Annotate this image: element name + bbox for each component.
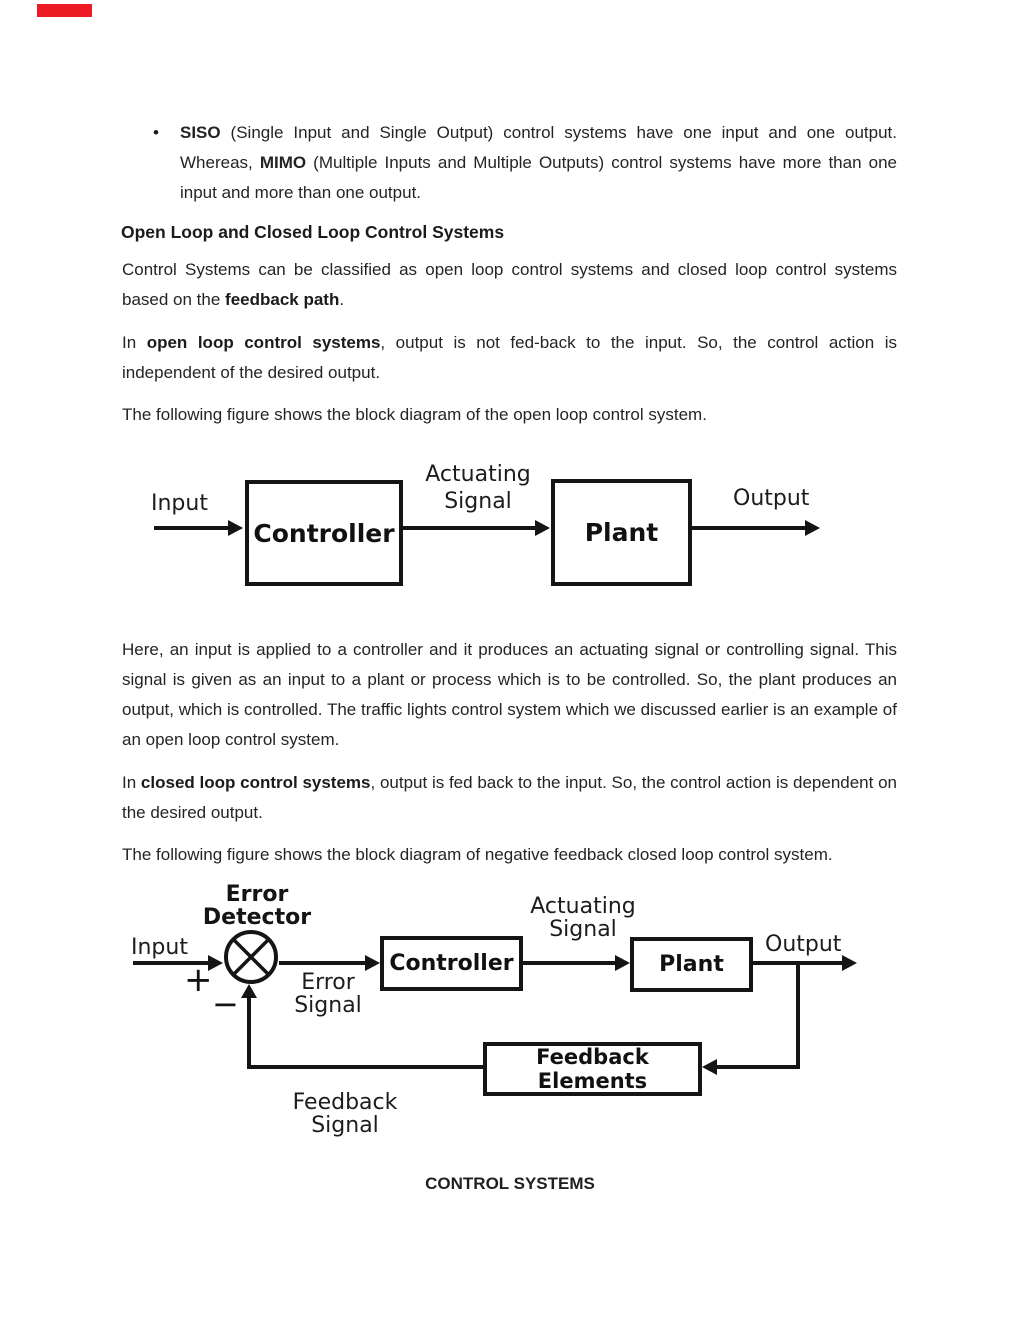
feedback-drop-line xyxy=(796,961,800,1069)
controller-block: Controller xyxy=(380,936,523,991)
plant-block: Plant xyxy=(630,937,753,992)
minus-sign-icon: − xyxy=(212,985,239,1023)
bullet-text: SISO (Single Input and Single Output) co… xyxy=(180,123,897,202)
controller-block: Controller xyxy=(245,480,403,586)
paragraph-classification: Control Systems can be classified as ope… xyxy=(122,260,897,309)
feedback-up-arrow-icon xyxy=(247,998,251,1069)
input-label: Input xyxy=(151,491,208,516)
page-footer-title: CONTROL SYSTEMS xyxy=(425,1174,595,1193)
output-arrow-icon xyxy=(692,526,805,530)
input-label: Input xyxy=(131,935,188,960)
paragraph-here-input: Here, an input is applied to a controlle… xyxy=(122,640,897,749)
feedback-return-line xyxy=(247,1065,483,1069)
input-arrow-icon xyxy=(133,961,208,965)
feedback-entry-arrow-icon xyxy=(717,1065,800,1069)
bullet-icon: • xyxy=(153,123,159,142)
summing-junction-icon xyxy=(224,930,278,984)
input-arrow-icon xyxy=(154,526,228,530)
actuating-arrow-icon xyxy=(523,961,615,965)
paragraph-figure-closed-loop: The following figure shows the block dia… xyxy=(122,845,833,864)
section-heading: Open Loop and Closed Loop Control System… xyxy=(121,222,505,242)
plus-sign-icon: + xyxy=(184,960,213,1000)
paragraph-open-loop: In open loop control systems, output is … xyxy=(122,333,897,382)
output-label: Output xyxy=(733,486,810,511)
paragraph-figure-open-loop: The following figure shows the block dia… xyxy=(122,405,707,424)
actuating-arrow-icon xyxy=(403,526,535,530)
red-corner-mark xyxy=(37,4,92,17)
output-label: Output xyxy=(765,932,842,957)
paragraph-closed-loop: In closed loop control systems, output i… xyxy=(122,773,897,822)
plant-block: Plant xyxy=(551,479,692,586)
error-signal-arrow-icon xyxy=(279,961,365,965)
